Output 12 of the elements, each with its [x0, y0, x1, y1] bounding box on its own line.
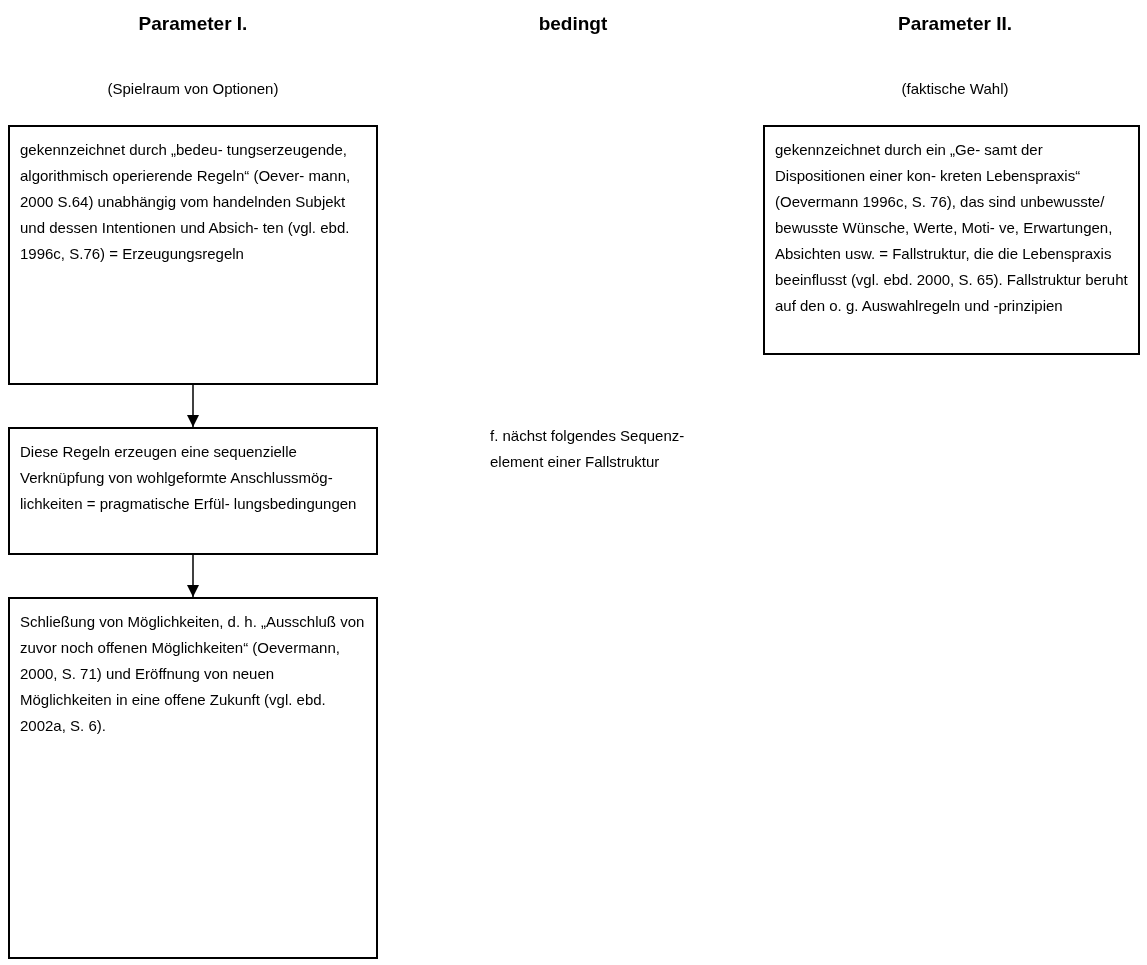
column-subheading: (faktische Wahl): [900, 79, 1010, 99]
text-box: Diese Regeln erzeugen eine sequenzielle Verknüpfung von wohlgeformte Anschlussmög- lichkeiten = pragmatische Erfül- lungsbedingungen: [8, 427, 378, 555]
column-heading: Parameter I.: [137, 12, 249, 36]
text-box: gekennzeichnet durch ein „Ge- samt der Dispositionen einer kon- kreten Lebenspraxis“ (Oevermann 1996c, S. 76), das sind unbewusste/ bewusste Wünsche, Werte, Moti- ve, Erwartungen, Absichten usw. = Fallstruktur, die die Lebenspraxis beeinflusst (vgl. ebd. 2000, S. 65). Fallstruktur beruht auf den o. g. Auswahlregeln und -prinzipien: [763, 125, 1140, 355]
annotation-text: f. nächst folgendes Sequenz- element einer Fallstruktur: [490, 426, 686, 472]
text-box: gekennzeichnet durch „bedeu- tungserzeugende, algorithmisch operierende Regeln“ (Oever- mann, 2000 S.64) unabhängig vom handelnden Subjekt und dessen Intentionen und Absich- ten (vgl. ebd. 1996c, S.76) = Erzeugungsregeln: [8, 125, 378, 385]
column-heading: Parameter II.: [896, 12, 1014, 36]
arrow: [187, 554, 199, 598]
text-box: Schließung von Möglichkeiten, d. h. „Ausschluß von zuvor noch offenen Möglichkeiten“ (Oevermann, 2000, S. 71) und Eröffnung von neuen Möglichkeiten in eine offene Zukunft (vgl. ebd. 2002a, S. 6).: [8, 597, 378, 959]
arrow: [187, 384, 199, 428]
column-heading: bedingt: [537, 12, 609, 36]
column-subheading: (Spielraum von Optionen): [106, 79, 280, 99]
